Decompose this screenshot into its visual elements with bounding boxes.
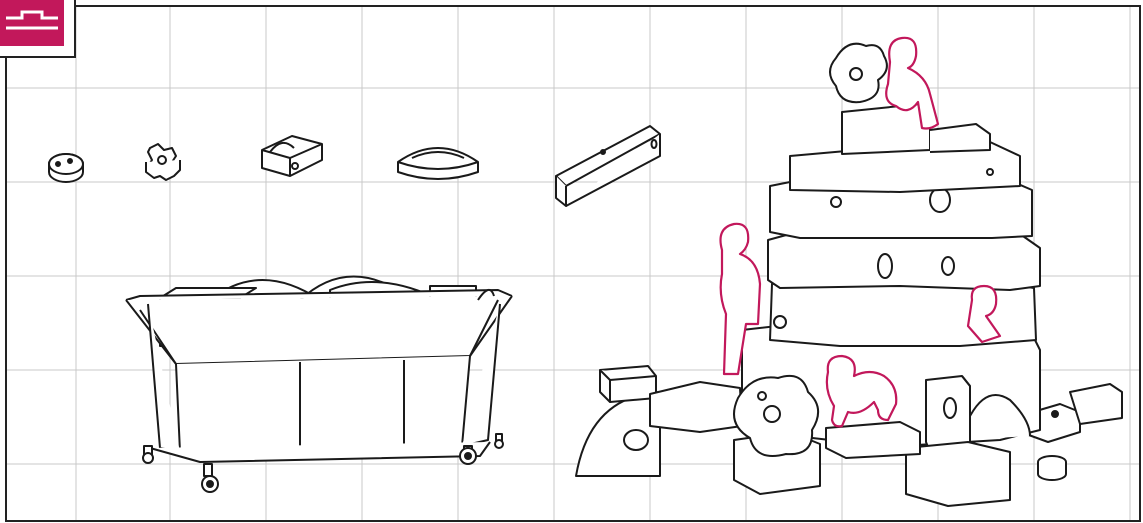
half-disc-block — [576, 392, 660, 476]
